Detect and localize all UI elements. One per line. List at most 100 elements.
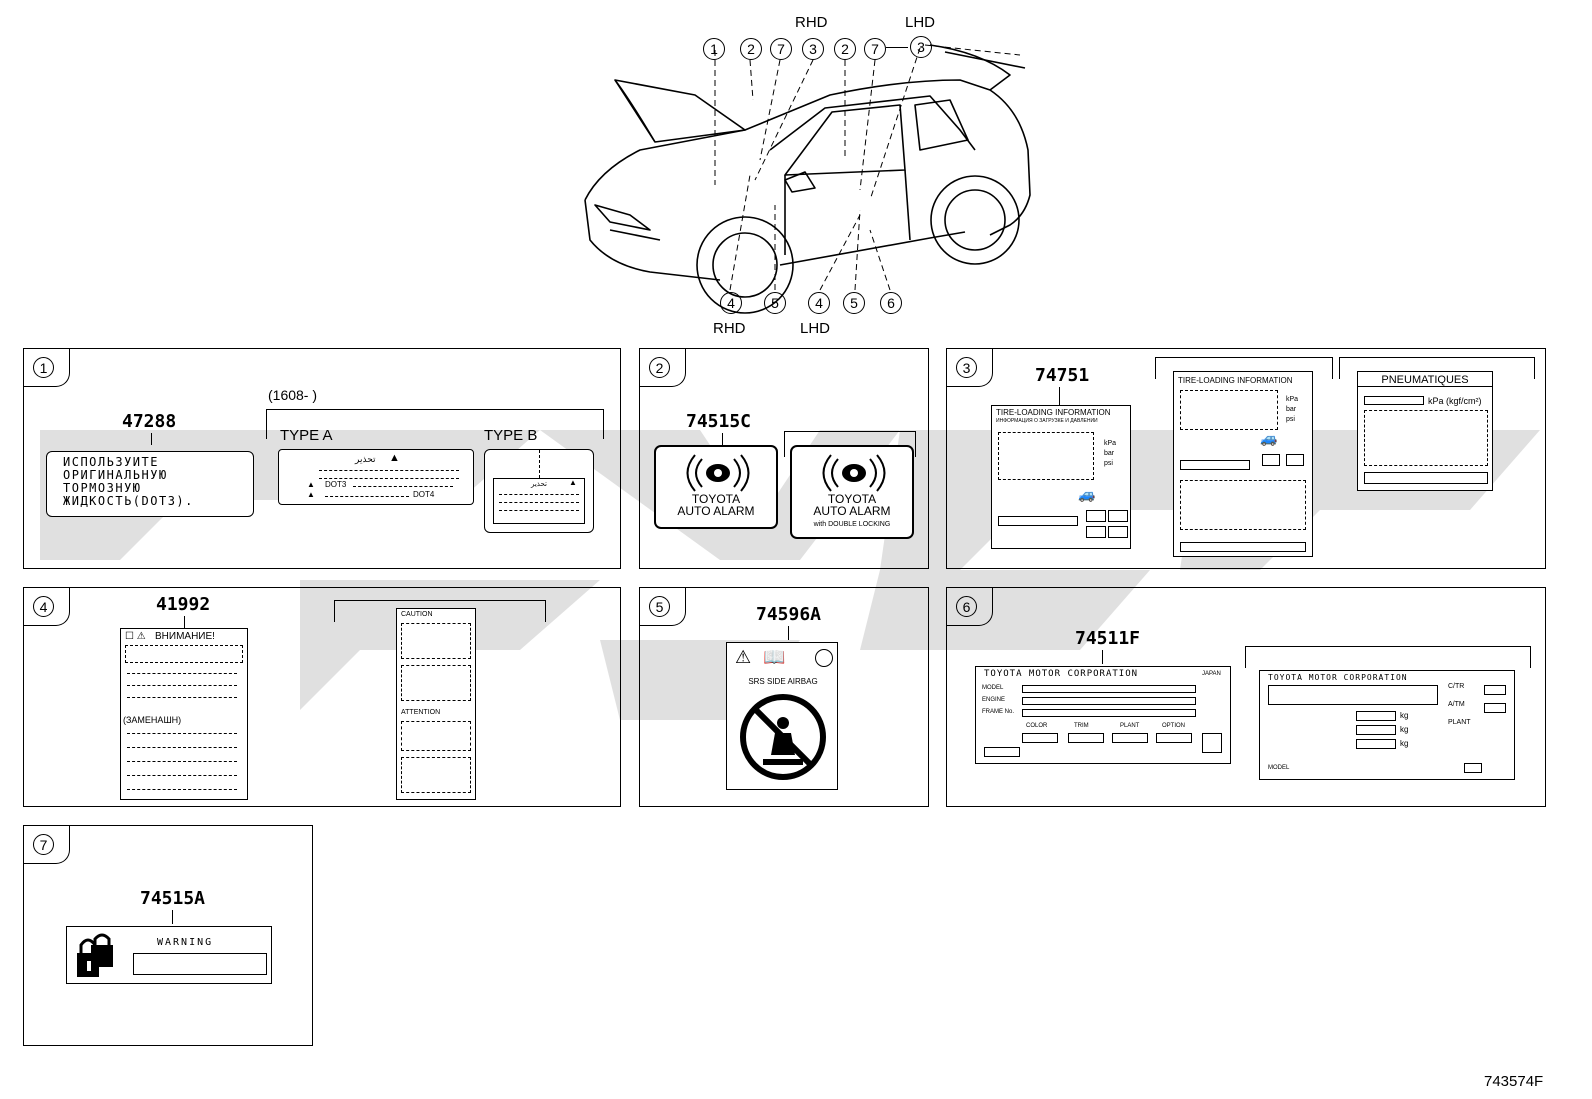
- text-field: [1180, 460, 1250, 470]
- kpa-kgf-label: kPa (kgf/cm²): [1428, 396, 1482, 406]
- kg-unit: kg: [1400, 711, 1409, 720]
- bracket: [1155, 357, 1333, 379]
- callout-3: 3: [802, 38, 824, 60]
- unit-kpa: kPa: [1104, 440, 1117, 447]
- unit-psi: psi: [1286, 416, 1295, 423]
- type-b-label: TYPE B: [484, 427, 538, 444]
- part-number[interactable]: 74515A: [140, 888, 206, 909]
- field-box: [1022, 709, 1196, 717]
- arabic-word: تحذير: [531, 481, 547, 488]
- side-field-atm: A/TM: [1448, 701, 1465, 708]
- field-box: [1268, 685, 1438, 705]
- text-field: [1364, 396, 1424, 405]
- lhd-label-bottom: LHD: [800, 320, 831, 337]
- text-block: [401, 757, 471, 793]
- bracket: [266, 409, 604, 439]
- panel-index: 1: [33, 357, 54, 378]
- text-line: [325, 496, 409, 497]
- part-number[interactable]: 74596A: [756, 604, 822, 625]
- text-line: [127, 789, 237, 790]
- leader-line: [1059, 387, 1060, 405]
- field-engine: ENGINE: [982, 697, 1006, 703]
- brake-fluid-label: ИСПОЛЬЗУИТЕ ОРИГИНАЛЬНУЮ ТОРМОЗНУЮ ЖИДКО…: [46, 451, 254, 517]
- diagram-area: [998, 432, 1094, 480]
- text-block: [401, 721, 471, 751]
- part-number[interactable]: 41992: [156, 594, 211, 615]
- cell: [1086, 526, 1106, 538]
- type-a-sticker: تحذير ▲ ▲ DOT3 ▲ DOT4: [278, 449, 474, 505]
- warning-triangle-icon: ▲: [307, 480, 315, 489]
- panel-6: 6 74511F TOYOTA MOTOR CORPORATION JAPAN …: [946, 587, 1546, 807]
- panel-index: 2: [649, 357, 670, 378]
- warning-text: WARNING: [157, 937, 214, 948]
- panel-index: 5: [649, 596, 670, 617]
- arabic-word: تحذير: [355, 454, 376, 464]
- callout-link-line: [886, 47, 908, 48]
- car-icon: 🚙: [1260, 430, 1278, 446]
- callout-2: 2: [740, 38, 762, 60]
- panel-index: 3: [956, 357, 977, 378]
- caution-text: CAUTION: [401, 611, 433, 618]
- leader-line: [722, 433, 723, 445]
- text-line: [499, 510, 579, 511]
- door-lock-warning-sticker: WARNING: [66, 926, 272, 984]
- text-line: [127, 673, 237, 674]
- side-field-plant: PLANT: [1448, 719, 1471, 726]
- part-number[interactable]: 74751: [1035, 365, 1090, 386]
- field-box: [1484, 703, 1506, 713]
- panel-index: 7: [33, 834, 54, 855]
- panel-index: 4: [33, 596, 54, 617]
- callout-4: 4: [808, 292, 830, 314]
- kg-unit: kg: [1400, 725, 1409, 734]
- part-number[interactable]: 47288: [122, 411, 177, 432]
- panel-3: 3 74751 TIRE-LOADING INFORMATION ИНФОРМА…: [946, 348, 1546, 569]
- field-box: [1156, 733, 1192, 743]
- vehicle-id-plate: TOYOTA MOTOR CORPORATION JAPAN MODEL ENG…: [975, 666, 1231, 764]
- text-block: [401, 623, 471, 659]
- panel-1: 1 47288 ИСПОЛЬЗУИТЕ ОРИГИНАЛЬНУЮ ТОРМОЗН…: [23, 348, 621, 569]
- column-option: OPTION: [1162, 723, 1186, 729]
- russian-line: ЖИДКОСТЬ(DOT3).: [63, 494, 194, 508]
- unit-bar: bar: [1286, 406, 1297, 413]
- warning-triangle-icon: ▲: [389, 452, 400, 464]
- leader-line: [151, 433, 152, 445]
- vehicle-id-plate-alt: TOYOTA MOTOR CORPORATION kg kg kg C/TR A…: [1259, 670, 1515, 780]
- field-box: [1022, 733, 1058, 743]
- text-line: [353, 486, 453, 487]
- panel-5: 5 74596A ⚠ 📖 SRS SIDE AIRBAG: [639, 587, 929, 807]
- bracket: [1339, 357, 1535, 379]
- field-box: [1356, 711, 1396, 721]
- panel-7: 7 74515A WARNING: [23, 825, 313, 1046]
- warning-triangle-icon: ⚠: [735, 647, 752, 667]
- pneumatiques-title: PNEUMATIQUES: [1358, 374, 1492, 387]
- cell: [1108, 510, 1128, 522]
- leader-line: [539, 450, 540, 478]
- bracket: [784, 431, 916, 457]
- panel-tab: 4: [24, 588, 70, 626]
- type-b-sticker: تحذير ▲: [484, 449, 594, 533]
- russian-text: ИСПОЛЬЗУИТЕ ОРИГИНАЛЬНУЮ ТОРМОЗНУЮ ЖИДКО…: [63, 456, 194, 508]
- warning-label-alt: CAUTION ATTENTION: [396, 608, 476, 800]
- part-number[interactable]: 74515C: [686, 411, 752, 432]
- no-child-seat-icon: [740, 694, 826, 780]
- japan-text: JAPAN: [1202, 671, 1221, 677]
- text-line: [319, 470, 459, 471]
- field-model: MODEL: [982, 685, 1004, 691]
- panel-tab: 7: [24, 826, 70, 864]
- callout-7: 7: [770, 38, 792, 60]
- field-box: [1068, 733, 1104, 743]
- airbag-sticker: ⚠ 📖 SRS SIDE AIRBAG: [726, 642, 838, 790]
- cell: [1086, 510, 1106, 522]
- panel-tab: 2: [640, 349, 686, 387]
- model-code-text: MODEL: [1268, 765, 1290, 771]
- vehicle-overview-illustration: [584, 44, 1031, 314]
- russian-line: ТОРМОЗНУЮ: [63, 481, 142, 495]
- text-line: [127, 697, 237, 698]
- text-block: [401, 665, 471, 701]
- field-box: [1356, 739, 1396, 749]
- part-number[interactable]: 74511F: [1075, 628, 1141, 649]
- callout-1: 1: [703, 38, 725, 60]
- callout-6: 6: [880, 292, 902, 314]
- car-icon: 🚙: [1078, 486, 1096, 502]
- alarm-line2: AUTO ALARM: [677, 504, 755, 518]
